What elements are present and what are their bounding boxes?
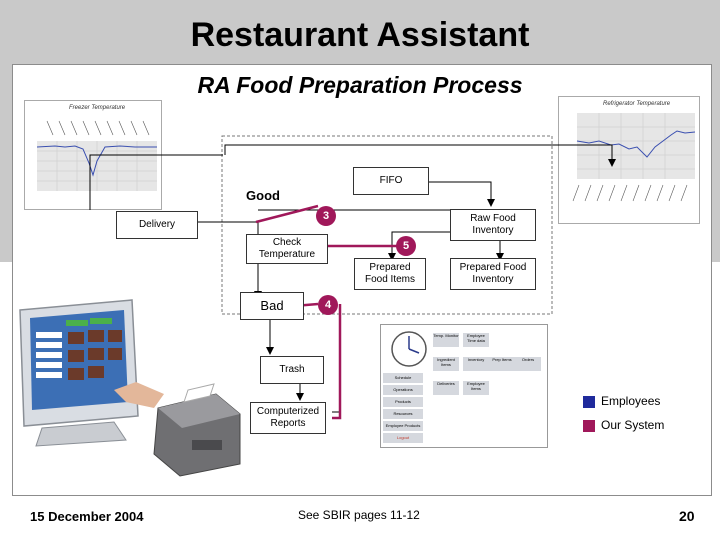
app-menu-item[interactable]: Resources <box>383 409 423 419</box>
touchscreen-monitor-image <box>14 298 174 448</box>
slide-subtitle: RA Food Preparation Process <box>197 72 523 98</box>
app-screenshot: Schedule Operations Products Resources E… <box>380 324 548 448</box>
app-tile[interactable]: Employee Time data <box>463 333 489 347</box>
prepared-food-inventory-box: Prepared Food Inventory <box>450 258 536 290</box>
good-label: Good <box>246 188 280 203</box>
app-menu-item[interactable]: Logout <box>383 433 423 443</box>
receipt-printer-image <box>140 380 250 480</box>
freezer-chart-title: Freezer Temperature <box>69 105 126 111</box>
page-number: 20 <box>679 508 695 524</box>
refrigerator-chart-plot <box>572 113 696 202</box>
refrigerator-chart-title: Refrigerator Temperature <box>603 101 671 107</box>
legend-employees-label: Employees <box>601 394 661 408</box>
footer-date: 15 December 2004 <box>30 509 144 524</box>
bad-box: Bad <box>240 292 304 320</box>
computerized-reports-box: Computerized Reports <box>250 402 326 434</box>
fifo-box: FIFO <box>353 167 429 195</box>
refrigerator-chart: Refrigerator Temperature <box>558 96 700 224</box>
legend-our-system-swatch <box>583 420 595 432</box>
app-tile[interactable]: Temp. Monitor <box>433 333 459 347</box>
raw-food-inventory-box: Raw Food Inventory <box>450 209 536 241</box>
check-temperature-box: Check Temperature <box>246 234 328 264</box>
app-tile[interactable]: Prep Items <box>489 357 515 371</box>
slide-title: Restaurant Assistant <box>190 16 530 54</box>
app-tile[interactable]: Orders <box>515 357 541 371</box>
step-4-badge: 4 <box>318 295 338 315</box>
legend-our-system-label: Our System <box>601 418 665 432</box>
app-tile[interactable]: Employee Items <box>463 381 489 395</box>
app-menu-item[interactable]: Operations <box>383 385 423 395</box>
freezer-chart-plot <box>36 120 157 191</box>
app-menu-item[interactable]: Employee Products <box>383 421 423 431</box>
app-menu-item[interactable]: Products <box>383 397 423 407</box>
prepared-food-items-box: Prepared Food Items <box>354 258 426 290</box>
trash-box: Trash <box>260 356 324 384</box>
app-tile[interactable]: Deliveries <box>433 381 459 395</box>
clock-icon <box>391 331 427 367</box>
delivery-box: Delivery <box>116 211 198 239</box>
app-tile[interactable]: Ingredient Items <box>433 357 459 371</box>
footer-reference: See SBIR pages 11-12 <box>298 508 420 522</box>
step-5-badge: 5 <box>396 236 416 256</box>
app-tile[interactable]: Inventory <box>463 357 489 371</box>
step-3-badge: 3 <box>316 206 336 226</box>
legend-employees-swatch <box>583 396 595 408</box>
app-menu-item[interactable]: Schedule <box>383 373 423 383</box>
